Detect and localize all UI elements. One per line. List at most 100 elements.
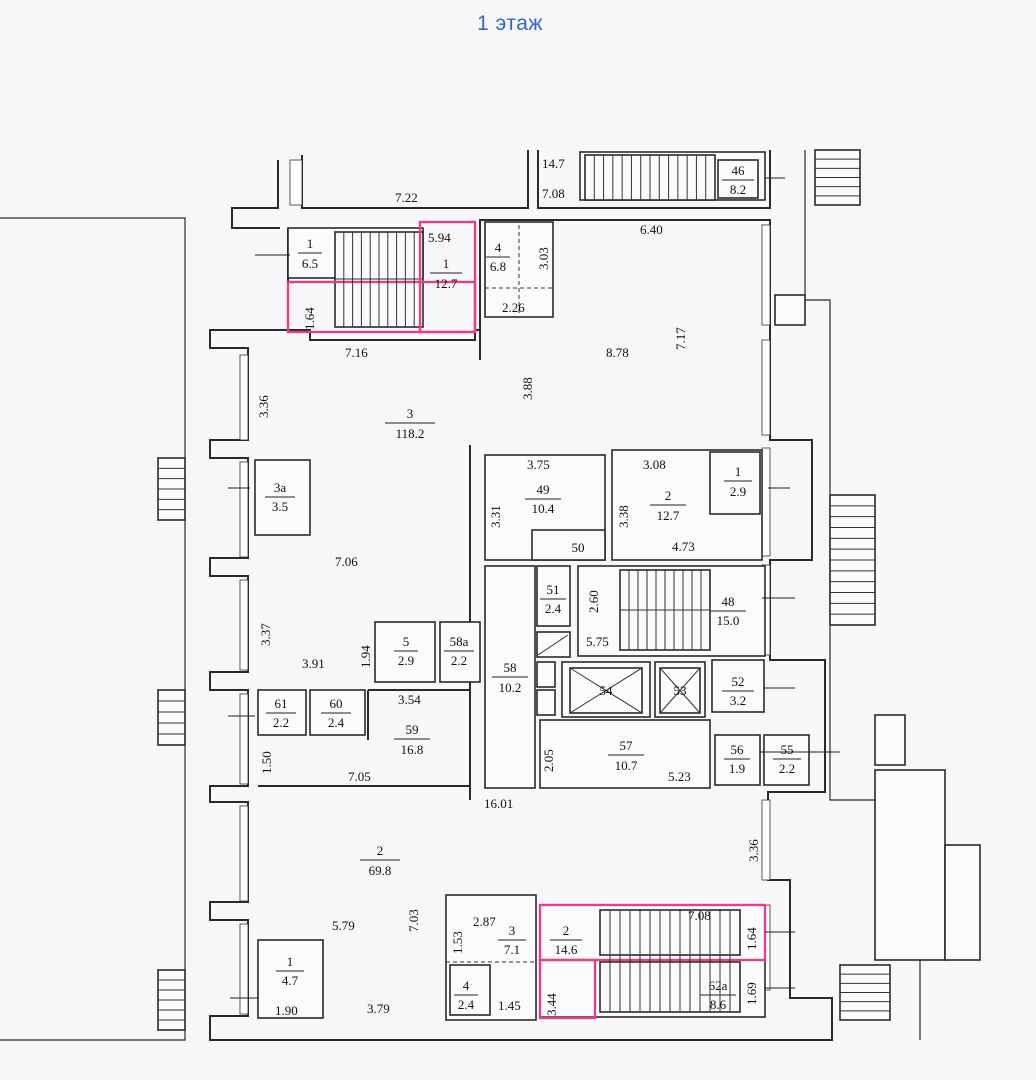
dimension-label: 5.23 (668, 769, 691, 784)
svg-text:2.4: 2.4 (545, 601, 562, 616)
svg-text:2: 2 (377, 843, 384, 858)
dimension-label: 3.91 (302, 656, 325, 671)
dimension-label: 5.75 (586, 634, 609, 649)
dimension-label: 7.16 (345, 345, 368, 360)
dimension-label: 14.7 (542, 156, 565, 171)
entrance-steps-left (157, 457, 186, 1031)
dimension-label: 8.78 (606, 345, 629, 360)
dimension-label: 3.38 (616, 505, 631, 528)
dimension-label: 1.53 (450, 931, 465, 954)
dimension-label: 3.44 (544, 993, 559, 1016)
svg-text:10.7: 10.7 (615, 758, 638, 773)
wall-top-left-block (231, 160, 280, 229)
svg-text:50: 50 (572, 540, 585, 555)
svg-text:57: 57 (620, 738, 634, 753)
room-label: 53 (674, 683, 687, 698)
svg-text:3: 3 (509, 923, 516, 938)
dimension-label: 2.60 (586, 590, 601, 613)
svg-text:1.9: 1.9 (729, 761, 745, 776)
room-label: 50 (572, 540, 585, 555)
room-label: 212.7 (650, 488, 686, 523)
dimension-label: 3.36 (256, 395, 271, 418)
svg-text:1: 1 (287, 954, 294, 969)
dimension-label: 1.94 (358, 645, 373, 668)
dimension-label: 3.37 (258, 623, 273, 646)
dimension-label: 7.22 (395, 190, 418, 205)
dimension-label: 1.64 (744, 927, 759, 950)
dimension-label: 2.87 (473, 914, 496, 929)
svg-text:3а: 3а (274, 480, 287, 495)
svg-text:10.2: 10.2 (499, 680, 522, 695)
room-label: 42.4 (454, 978, 478, 1012)
room-label: 57 10.7 (608, 738, 644, 773)
svg-text:2.2: 2.2 (779, 761, 795, 776)
dimension-label: 5.94 (428, 230, 451, 245)
svg-text:1: 1 (443, 256, 450, 271)
dimension-label: 1.50 (259, 751, 274, 774)
floor-title: 1 этаж (477, 12, 543, 35)
outer-wall-main (209, 219, 833, 1041)
svg-text:6.5: 6.5 (302, 256, 318, 271)
dimension-label: 3.79 (367, 1001, 390, 1016)
svg-text:5: 5 (403, 634, 410, 649)
svg-text:52: 52 (732, 674, 745, 689)
room-label: 3а3.5 (265, 480, 295, 514)
dimension-label: 3.31 (488, 505, 503, 528)
svg-text:53: 53 (674, 683, 687, 698)
windows (239, 159, 771, 1015)
svg-text:4: 4 (463, 978, 470, 993)
room-label: 468.2 (722, 163, 754, 197)
svg-text:2.4: 2.4 (328, 715, 345, 730)
svg-text:14.6: 14.6 (555, 942, 578, 957)
svg-text:59: 59 (406, 722, 419, 737)
svg-text:49: 49 (537, 482, 550, 497)
dimension-label: 7.17 (673, 327, 688, 350)
dimension-label: 1.64 (302, 307, 317, 330)
room-label: 523.2 (722, 674, 754, 708)
dimension-label: 2.26 (502, 300, 525, 315)
dimension-label: 1.90 (275, 1003, 298, 1018)
room-label: 59 16.8 (394, 722, 430, 757)
adjacent-building-outline (0, 217, 186, 1041)
dimension-label: 3.54 (398, 692, 421, 707)
svg-text:61: 61 (275, 696, 288, 711)
svg-text:3.2: 3.2 (730, 693, 746, 708)
svg-text:56: 56 (731, 742, 745, 757)
dimension-label: 1.69 (744, 982, 759, 1005)
room-label: 552.2 (773, 742, 801, 776)
svg-text:2.2: 2.2 (451, 653, 467, 668)
room-label: 561.9 (724, 742, 750, 776)
svg-text:15.0: 15.0 (717, 613, 740, 628)
svg-text:3: 3 (407, 406, 414, 421)
svg-text:12.7: 12.7 (435, 276, 458, 291)
svg-text:16.8: 16.8 (401, 742, 424, 757)
room-label: 512.4 (540, 582, 566, 616)
svg-text:4.7: 4.7 (282, 973, 299, 988)
room-label: 46.8 (486, 240, 510, 274)
room-label: 14.7 (276, 954, 304, 988)
dimension-label: 2.05 (541, 749, 556, 772)
svg-text:51: 51 (547, 582, 560, 597)
room-label: 12.9 (724, 464, 752, 499)
svg-text:4: 4 (495, 240, 502, 255)
dimension-label: 7.05 (348, 769, 371, 784)
svg-text:12.7: 12.7 (657, 508, 680, 523)
svg-text:1: 1 (735, 464, 742, 479)
wall-top-right-block (537, 150, 771, 209)
dimension-label: 7.06 (335, 554, 358, 569)
room-label: 37.1 (498, 923, 526, 957)
dimension-label: 4.73 (672, 539, 695, 554)
exterior-stairs-right (814, 149, 981, 1021)
entry-arrows (228, 177, 840, 999)
room-label: 16.5 (298, 236, 322, 271)
column-box (774, 294, 806, 326)
dimension-label: 3.03 (536, 247, 551, 270)
svg-text:2.9: 2.9 (398, 653, 414, 668)
svg-text:8.2: 8.2 (730, 182, 746, 197)
